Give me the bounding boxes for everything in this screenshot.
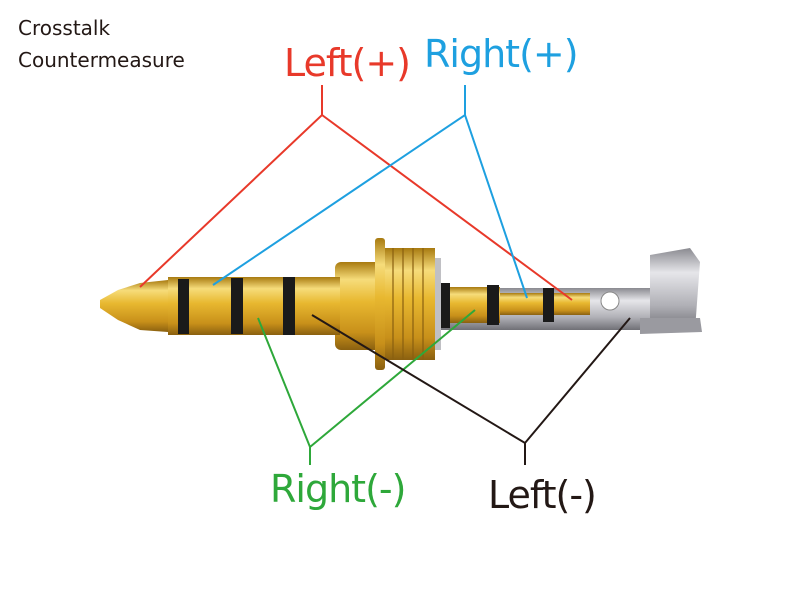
label-right-minus: Right(-) [270, 467, 406, 511]
diagram-title-line2: Countermeasure [18, 48, 185, 72]
plug-shaft [100, 277, 340, 335]
label-left-plus: Left(+) [284, 41, 411, 85]
rear-contacts [440, 283, 590, 328]
diagram-title-line1: Crosstalk [18, 16, 111, 40]
label-left-minus: Left(-) [488, 473, 597, 517]
label-right-plus: Right(+) [424, 32, 579, 76]
threaded-collar [335, 238, 441, 370]
